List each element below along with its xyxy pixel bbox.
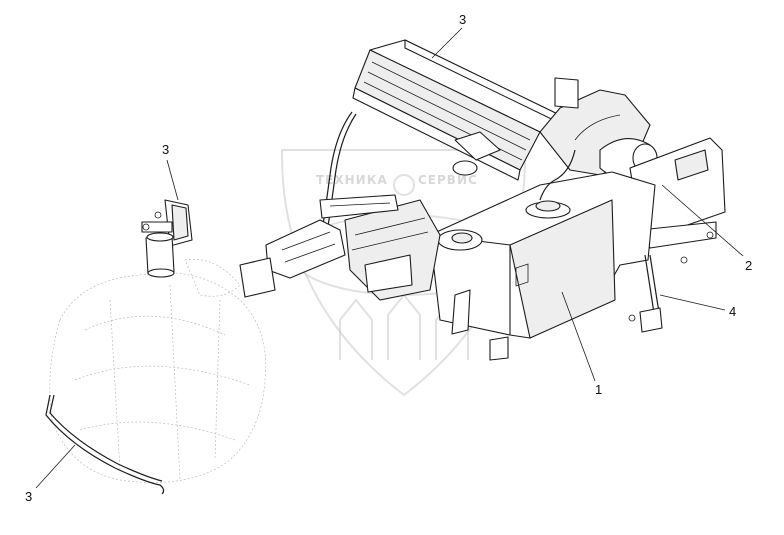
fuel-filter-assembly <box>141 199 193 278</box>
callout-3-radiator: 3 <box>459 12 466 27</box>
engine-ghost-outline <box>49 258 266 483</box>
fuel-tank <box>429 149 656 361</box>
callout-3-filter: 3 <box>162 142 169 157</box>
engine-coolant-hose <box>45 394 165 495</box>
radiator-cooler <box>352 39 571 181</box>
left-support-bracket <box>239 194 399 298</box>
watermark-left-word: ТЕХНИКА <box>316 173 388 187</box>
air-filter-housing <box>629 137 726 264</box>
callout-1-tank: 1 <box>595 382 602 397</box>
air-intake-duct <box>539 77 658 180</box>
callout-4-line: 4 <box>729 304 736 319</box>
callout-labels: 3 3 2 4 1 3 <box>25 12 752 504</box>
callout-3-hose: 3 <box>25 489 32 504</box>
drain-line-assembly <box>628 254 663 333</box>
callout-2-air-filter: 2 <box>745 258 752 273</box>
leader-lines <box>35 27 744 489</box>
center-frame <box>344 131 501 301</box>
watermark-right-word: СЕРВИС <box>418 173 478 187</box>
